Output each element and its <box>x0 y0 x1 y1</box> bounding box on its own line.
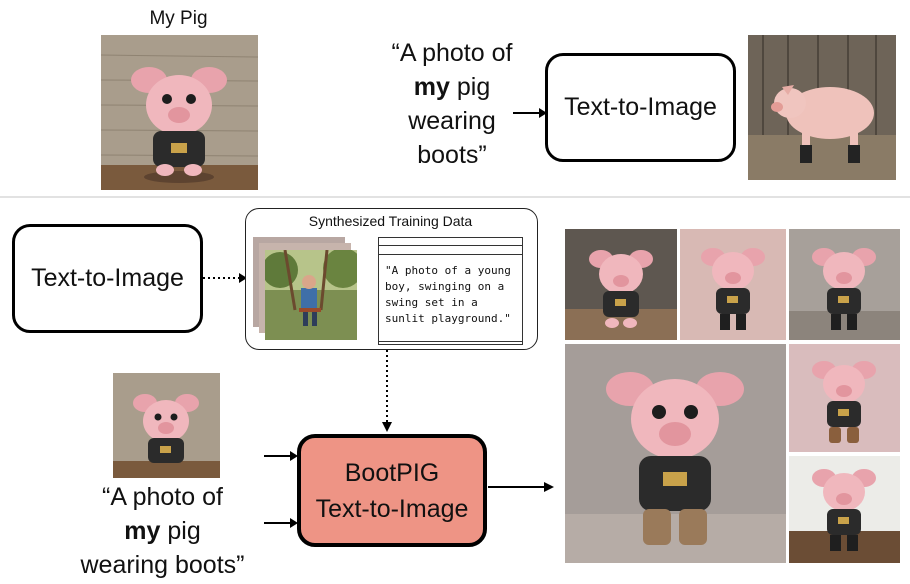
reference-label: My Pig <box>149 8 208 29</box>
arrow-bootpig-to-outputs <box>488 482 554 492</box>
reference-pig-image <box>101 35 258 190</box>
bottom-reference-pig-image <box>113 373 220 478</box>
dotted-arrow-down <box>382 350 392 432</box>
arrow-image-to-bootpig <box>264 451 298 461</box>
output-pig-boots-image <box>748 35 896 180</box>
top-prompt-bold-word: my <box>413 73 450 101</box>
top-arrow-in <box>513 108 547 118</box>
bootpig-label-line-2: Text-to-Image <box>315 494 469 523</box>
synth-data-title: Synthesized Training Data <box>308 213 473 229</box>
caption-card-front: "A photo of a young boy, swinging on a s… <box>378 254 523 342</box>
section-divider <box>0 196 910 198</box>
bottom-t2i-box: Text-to-Image <box>12 224 203 333</box>
output-pig-large <box>565 344 786 563</box>
output-pig-1 <box>565 229 677 340</box>
top-prompt-line-4: boots” <box>417 141 487 169</box>
bottom-prompt-line-3: wearing boots” <box>80 551 245 579</box>
top-prompt-word: pig <box>456 73 491 101</box>
dotted-arrow-to-synth <box>203 273 247 283</box>
output-pig-5 <box>789 456 900 563</box>
synth-photo-front <box>265 250 357 340</box>
arrow-prompt-to-bootpig <box>264 518 298 528</box>
top-prompt-line-1: “A photo of <box>391 39 513 67</box>
bottom-prompt-line-1: “A photo of <box>102 483 223 511</box>
output-pig-3 <box>789 229 900 340</box>
output-pig-4 <box>789 344 900 452</box>
top-prompt-line-2: my pig <box>367 70 537 104</box>
bootpig-label-line-1: BootPIG <box>344 458 440 487</box>
output-pig-2 <box>680 229 786 340</box>
bottom-prompt-line-2: my pig <box>40 514 285 548</box>
top-prompt-line-3: wearing <box>408 107 496 135</box>
bottom-prompt-bold-word: my <box>124 517 161 545</box>
bottom-prompt-word: pig <box>167 517 201 545</box>
bottom-prompt: “A photo of my pig wearing boots” <box>40 480 285 582</box>
bootpig-box: BootPIG Text-to-Image <box>297 434 487 547</box>
top-t2i-box: Text-to-Image <box>545 53 736 162</box>
top-prompt: “A photo of my pig wearing boots” <box>367 36 537 172</box>
